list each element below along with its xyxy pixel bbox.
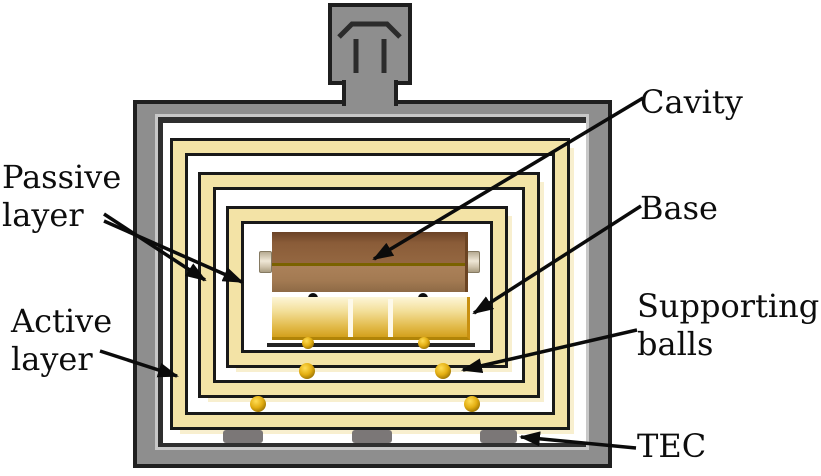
supporting-ball xyxy=(435,363,451,379)
cavity-optical-axis-line xyxy=(272,263,465,266)
supporting-ball xyxy=(464,396,480,412)
active-layer-label-line2: layer xyxy=(11,340,93,378)
cavity-label: Cavity xyxy=(640,83,743,121)
base-segment-gap xyxy=(388,299,393,337)
optical-cavity xyxy=(272,232,468,292)
supporting-balls-label-line2: balls xyxy=(637,325,714,363)
cavity-upper-half xyxy=(272,232,465,263)
base-label: Base xyxy=(640,189,718,227)
vacuum-port-neck xyxy=(342,80,398,106)
supporting-ball xyxy=(299,363,315,379)
cavity-end-cap-left xyxy=(259,251,272,273)
passive-layer-label: Passive layer xyxy=(2,158,121,234)
passive-layer-label-line1: Passive xyxy=(2,158,122,196)
supporting-ball xyxy=(418,337,430,349)
passive-layer-label-line2: layer xyxy=(2,196,84,234)
tec-block xyxy=(352,430,392,443)
tec-label: TEC xyxy=(637,427,707,465)
supporting-ball xyxy=(302,337,314,349)
supporting-balls-label: Supporting balls xyxy=(637,287,819,363)
cavity-lower-half xyxy=(272,266,465,292)
base-support-plate xyxy=(267,343,475,347)
active-layer-label: Active layer xyxy=(11,302,112,378)
supporting-balls-label-line1: Supporting xyxy=(637,287,820,325)
cavity-end-cap-right xyxy=(467,251,480,273)
active-layer-label-line1: Active xyxy=(11,302,113,340)
base-block xyxy=(272,297,470,340)
vacuum-port-head xyxy=(328,3,412,85)
tec-block xyxy=(223,430,263,443)
tec-block xyxy=(480,430,517,443)
supporting-ball xyxy=(250,396,266,412)
base-segment-gap xyxy=(348,299,353,337)
